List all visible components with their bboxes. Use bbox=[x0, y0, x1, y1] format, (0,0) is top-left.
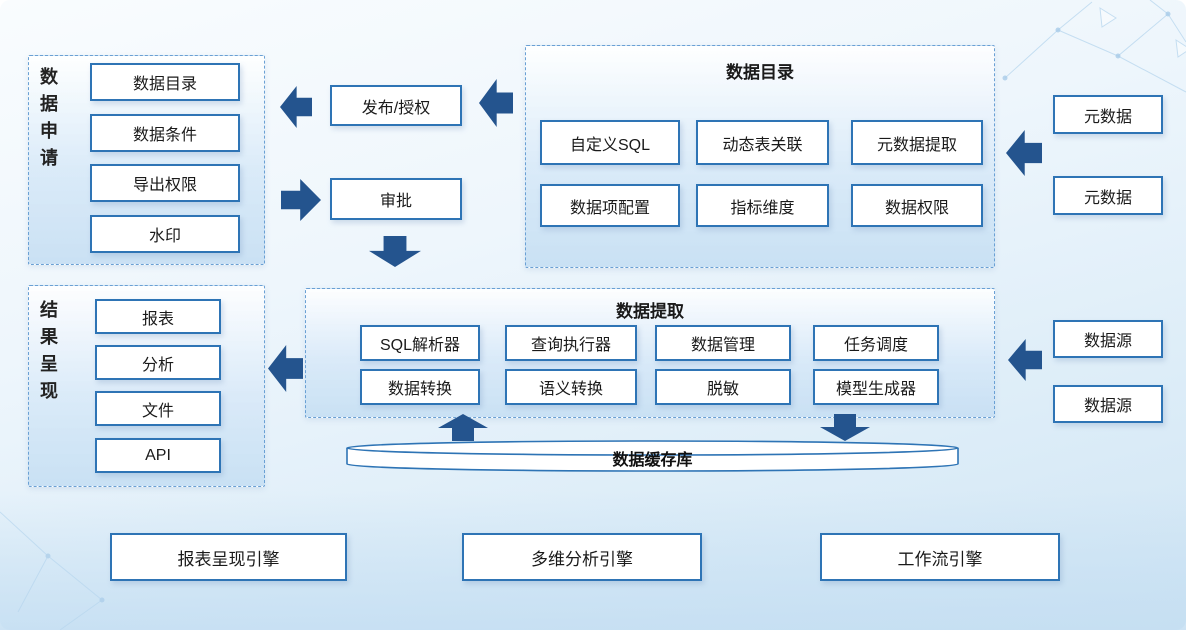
result-group-label: 结果呈现 bbox=[40, 300, 58, 401]
engine-workflow: 工作流引擎 bbox=[820, 533, 1060, 581]
catalog-item-data-item-config: 数据项配置 bbox=[540, 184, 680, 227]
result-item-file: 文件 bbox=[95, 391, 221, 426]
approval-box: 审批 bbox=[330, 178, 462, 220]
engine-report-rendering: 报表呈现引擎 bbox=[110, 533, 347, 581]
request-item-export-permission: 导出权限 bbox=[90, 164, 240, 202]
data-request-group-label: 数据申请 bbox=[40, 67, 58, 168]
extract-item-model-generator: 模型生成器 bbox=[813, 369, 939, 405]
arrow-metadata-to-catalog-icon bbox=[1006, 130, 1042, 176]
result-item-report: 报表 bbox=[95, 299, 221, 334]
request-item-data-catalog: 数据目录 bbox=[90, 63, 240, 101]
data-source-box-2: 数据源 bbox=[1053, 385, 1163, 423]
data-cache-cylinder: 数据缓存库 bbox=[345, 439, 960, 473]
catalog-item-metadata-extract: 元数据提取 bbox=[851, 120, 983, 165]
catalog-item-indicator-dimension: 指标维度 bbox=[696, 184, 829, 227]
data-extraction-group-title: 数据提取 bbox=[616, 302, 684, 321]
engine-multidim-analysis: 多维分析引擎 bbox=[462, 533, 702, 581]
arrow-request-to-approval-icon bbox=[281, 179, 321, 221]
extract-item-masking: 脱敏 bbox=[655, 369, 791, 405]
arrow-extraction-to-result-icon bbox=[268, 345, 303, 392]
arrow-datasource-to-extraction-icon bbox=[1008, 339, 1042, 381]
request-item-watermark: 水印 bbox=[90, 215, 240, 253]
extract-item-sql-parser: SQL解析器 bbox=[360, 325, 480, 361]
result-item-api: API bbox=[95, 438, 221, 473]
extract-item-task-schedule: 任务调度 bbox=[813, 325, 939, 361]
data-source-box-1: 数据源 bbox=[1053, 320, 1163, 358]
arrow-cache-to-extraction-icon bbox=[438, 414, 488, 441]
data-catalog-group-title: 数据目录 bbox=[726, 63, 794, 82]
request-item-data-condition: 数据条件 bbox=[90, 114, 240, 152]
metadata-source-box-1: 元数据 bbox=[1053, 95, 1163, 134]
data-cache-label: 数据缓存库 bbox=[612, 451, 693, 469]
catalog-item-custom-sql: 自定义SQL bbox=[540, 120, 680, 165]
extract-item-data-transform: 数据转换 bbox=[360, 369, 480, 405]
arrow-approval-to-extraction-icon bbox=[369, 236, 421, 267]
cylinder-shape-icon bbox=[346, 440, 959, 472]
catalog-item-dynamic-table: 动态表关联 bbox=[696, 120, 829, 165]
result-item-analysis: 分析 bbox=[95, 345, 221, 380]
metadata-source-box-2: 元数据 bbox=[1053, 176, 1163, 215]
extract-item-query-executor: 查询执行器 bbox=[505, 325, 637, 361]
extract-item-semantic-transform: 语义转换 bbox=[505, 369, 637, 405]
arrow-catalog-to-publish-icon bbox=[479, 79, 513, 127]
extract-item-data-management: 数据管理 bbox=[655, 325, 791, 361]
arrow-publish-to-request-icon bbox=[280, 86, 312, 128]
catalog-item-data-permission: 数据权限 bbox=[851, 184, 983, 227]
publish-authorize-box: 发布/授权 bbox=[330, 85, 462, 126]
arrow-extraction-to-cache-icon bbox=[820, 414, 870, 441]
